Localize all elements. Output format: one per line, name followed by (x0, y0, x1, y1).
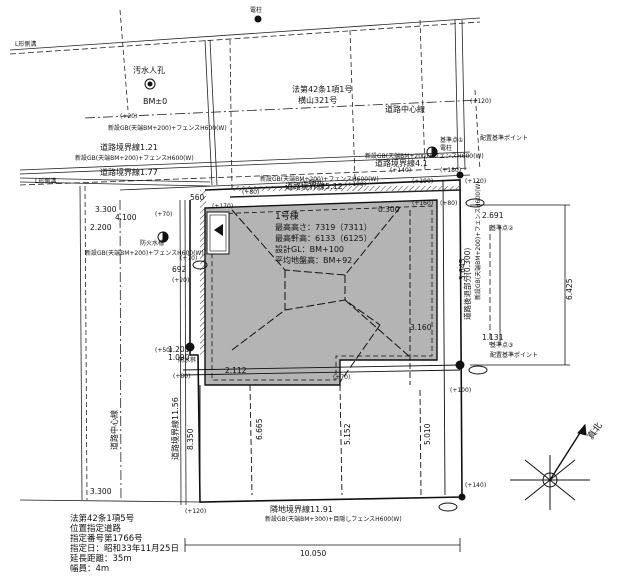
ref-point-3: 基準点③ (490, 341, 513, 349)
fence-note-4: 新設GB(天端BM+200)+フェンスH600(W) (260, 175, 379, 183)
dim-3300b: 3.300 (95, 205, 117, 214)
level-1: (+20) (120, 113, 137, 120)
level-21: (+70) (180, 255, 197, 262)
north-road-number: 横山321号 (298, 95, 337, 105)
ref-point-5: 基準点① (440, 136, 463, 144)
west-boundary-label: 道路境界線11.56 (170, 397, 180, 460)
fence-note-2: 新設GB(天端BM+200)+フェンスH600(W) (75, 154, 194, 162)
building-design-gl: 設計GL：BM+100 (275, 244, 344, 254)
dim-5152: 5.152 (343, 423, 352, 445)
dim-560: 560 (190, 193, 205, 202)
level-17: (+80) (242, 189, 259, 196)
ref-point-2: 配置基準ポイント (490, 351, 538, 359)
fence-note-7: 新設GB(天端BM+200)+フェンスH600(W) (474, 181, 482, 300)
note-line-5: 延長距離：35m (70, 554, 132, 564)
dim-3645: 3.645 (458, 258, 467, 280)
dim-692: 692 (172, 265, 187, 274)
dim-1131: 1.131 (482, 333, 504, 342)
road-boundary-2: 道路境界線1.77 (100, 167, 158, 177)
level-3: (+70) (155, 211, 172, 218)
road-boundary-3: 道路境界線4.1 (375, 158, 428, 168)
level-20: (+190) (412, 178, 433, 185)
road-designation-notes: 法第42条1項5号 位置指定道路 指定番号第1766号 指定日：昭和33年11月… (70, 514, 179, 574)
drain-label: 雨水桝 (178, 356, 196, 364)
dim-3300: 3.300 (90, 487, 112, 496)
dim-10050: 10.050 (300, 549, 326, 558)
level-8: (+80) (173, 373, 190, 380)
note-line-2: 位置指定道路 (70, 524, 122, 534)
fence-note-6: 新設GB(天端BM+300)+目隠しフェンスH600(W) (265, 515, 402, 523)
building-avg-ground: 平均地盤高：BM+92 (275, 255, 352, 265)
dim-6425: 6.425 (565, 278, 574, 300)
level-18: (+160) (412, 200, 433, 207)
building-footprint (204, 199, 438, 386)
dim-2691: 2.691 (482, 211, 504, 220)
note-line-3: 指定番号第1766号 (70, 534, 143, 544)
fire-tank-label: 防火水槽 (140, 239, 164, 247)
level-12: (+120) (465, 178, 486, 185)
level-9: (+100) (450, 387, 471, 394)
west-strip (200, 190, 206, 355)
dim-3160: 3.160 (410, 323, 432, 332)
level-5: (+100) (345, 181, 366, 188)
note-line-6: 幅員：4m (70, 564, 110, 574)
level-10: (+120) (185, 508, 206, 515)
dim-1205: 1.205 (168, 345, 190, 354)
north-strip (232, 186, 460, 191)
level-2: (+120) (470, 98, 491, 105)
east-road-note: 道路後退部分(0.300) (462, 248, 472, 320)
markers (144, 15, 488, 512)
pole2-label: 電柱 (440, 144, 452, 152)
west-road-lines (19, 177, 211, 506)
l-gutter-top-label: L形側溝 (15, 40, 36, 48)
dim-2112: 2.112 (225, 366, 247, 375)
dim-6665: 6.665 (255, 418, 264, 440)
level-11: (+140) (465, 482, 486, 489)
dim-0300: 0.300 (378, 205, 400, 214)
south-boundary-label: 隣地境界線11.91 (270, 504, 333, 514)
level-14: (+80) (440, 200, 457, 207)
level-4: (+170) (212, 203, 233, 210)
level-6: (+20) (172, 277, 189, 284)
road-boundary-1: 道路境界線1.21 (100, 142, 158, 152)
level-16: (+130) (300, 179, 321, 186)
fence-note-3: 新設GB(天端BM+200)+フェンスH600(W) (365, 152, 484, 160)
road-boundary-4: 道路境界線5.12 (285, 181, 343, 191)
note-line-4: 指定日：昭和33年11月25日 (70, 544, 179, 554)
level-7: (+50) (155, 347, 172, 354)
north-label: 真北 (585, 420, 605, 442)
dim-2200: 2.200 (90, 223, 112, 232)
note-line-1: 法第42条1項5号 (70, 514, 135, 524)
west-centerline-label: 道路中心線 (109, 410, 119, 450)
dim-4100: 4.100 (115, 213, 137, 222)
building-max-height: 最高高さ：7319（7311） (275, 222, 372, 232)
dim-1090: 1.090 (168, 353, 190, 362)
dim-5010: 5.010 (423, 423, 432, 445)
fence-note-5: 新設GB(天端BM+200)+フェンスH600(W) (85, 249, 204, 257)
bm-label: BM±0 (143, 97, 167, 106)
manhole-label: 汚水人孔 (133, 65, 165, 75)
pole-label: 電柱 (250, 6, 262, 14)
level-15: (+140) (390, 167, 411, 174)
north-road-designation: 法第42条1項1号 (292, 84, 352, 94)
right-dimensions (184, 204, 570, 552)
north-arrow-icon (510, 423, 590, 510)
fence-lines (182, 179, 461, 497)
l-gutter-label: L形側溝 (35, 177, 56, 185)
north-centerline-label: 道路中心線 (385, 104, 425, 114)
level-19: (+180) (440, 167, 461, 174)
building-max-eave: 最高軒高：6133（6125） (275, 233, 372, 243)
dim-8350: 8.350 (186, 428, 195, 450)
fence-note-1: 新設GB(天端BM+200)+フェンスH600(W) (108, 124, 227, 132)
ref-point-1: 配置基準ポイント (480, 134, 528, 142)
level-13: (+70) (333, 374, 350, 381)
site-boundary (189, 179, 463, 503)
north-road-lines (9, 9, 481, 198)
ref-point-4: 基準点② (490, 224, 514, 232)
building-name: 1号棟 (275, 210, 299, 222)
